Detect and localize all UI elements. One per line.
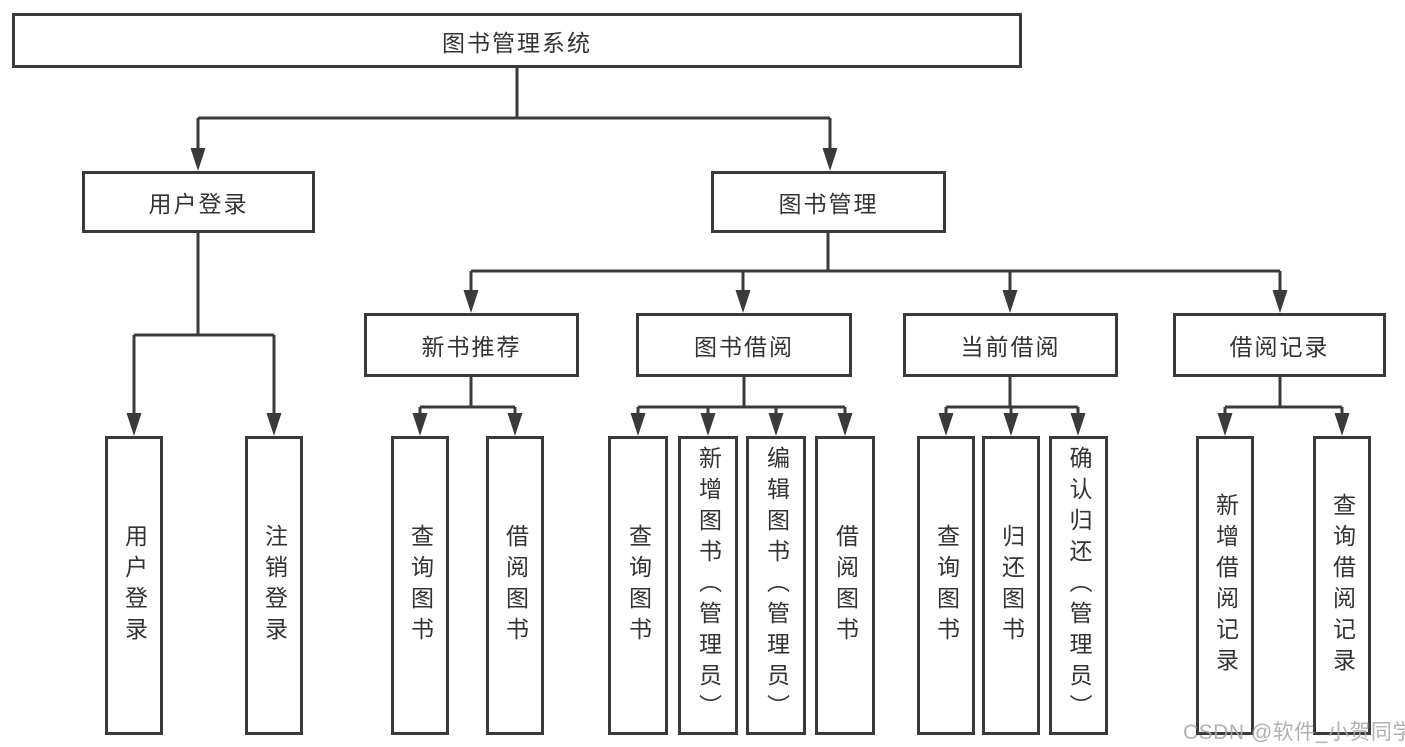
node-label: 图书借阅	[694, 334, 794, 360]
leaf-query-books: 查询图书	[917, 436, 975, 735]
node-label: 借阅记录	[1229, 334, 1330, 360]
node-label: 当前借阅	[960, 334, 1061, 360]
watermark: CSDN @软件_小贺同学	[1183, 721, 1405, 744]
leaf-user-login: 用户登录	[105, 436, 163, 735]
node-label: 查询借阅记录	[1329, 492, 1356, 679]
node-label: 新增借阅记录	[1212, 492, 1239, 679]
leaf-borrow-books: 借阅图书	[815, 436, 875, 735]
node-label: 查询图书	[407, 523, 434, 648]
leaf-confirm-return-admin: 确认归还（管理员）	[1049, 436, 1108, 735]
node-label: 查询图书	[933, 523, 960, 648]
node-new-book-recommendation: 新书推荐	[364, 313, 579, 377]
node-label: 新增图书（管理员）	[695, 446, 722, 725]
leaf-query-books: 查询图书	[391, 436, 449, 735]
node-label: 查询图书	[625, 523, 652, 648]
leaf-return-books: 归还图书	[982, 436, 1040, 735]
node-label: 用户登录	[121, 523, 148, 648]
node-library-management-system: 图书管理系统	[12, 13, 1022, 68]
node-label: 图书管理系统	[442, 29, 592, 56]
node-label: 图书管理	[778, 191, 879, 217]
node-borrowing-records: 借阅记录	[1173, 313, 1386, 377]
node-label: 确认归还（管理员）	[1066, 446, 1092, 725]
node-label: 借阅图书	[502, 523, 529, 648]
leaf-add-borrow-record: 新增借阅记录	[1196, 436, 1254, 735]
leaf-query-borrow-record: 查询借阅记录	[1313, 436, 1371, 735]
leaf-logout-login: 注销登录	[245, 436, 303, 735]
node-label: 注销登录	[261, 523, 288, 648]
leaf-add-books-admin: 新增图书（管理员）	[678, 436, 738, 735]
leaf-query-books: 查询图书	[608, 436, 668, 735]
node-label: 归还图书	[998, 523, 1025, 648]
leaf-edit-books-admin: 编辑图书（管理员）	[746, 436, 806, 735]
node-label: 用户登录	[148, 191, 249, 217]
node-user-login: 用户登录	[82, 171, 315, 233]
node-book-management: 图书管理	[711, 171, 946, 233]
leaf-borrow-books: 借阅图书	[486, 436, 544, 735]
node-current-borrowing: 当前借阅	[903, 313, 1118, 377]
node-label: 新书推荐	[421, 334, 522, 360]
node-label: 借阅图书	[832, 523, 859, 648]
node-label: 编辑图书（管理员）	[763, 446, 790, 725]
node-book-borrowing: 图书借阅	[636, 313, 852, 377]
